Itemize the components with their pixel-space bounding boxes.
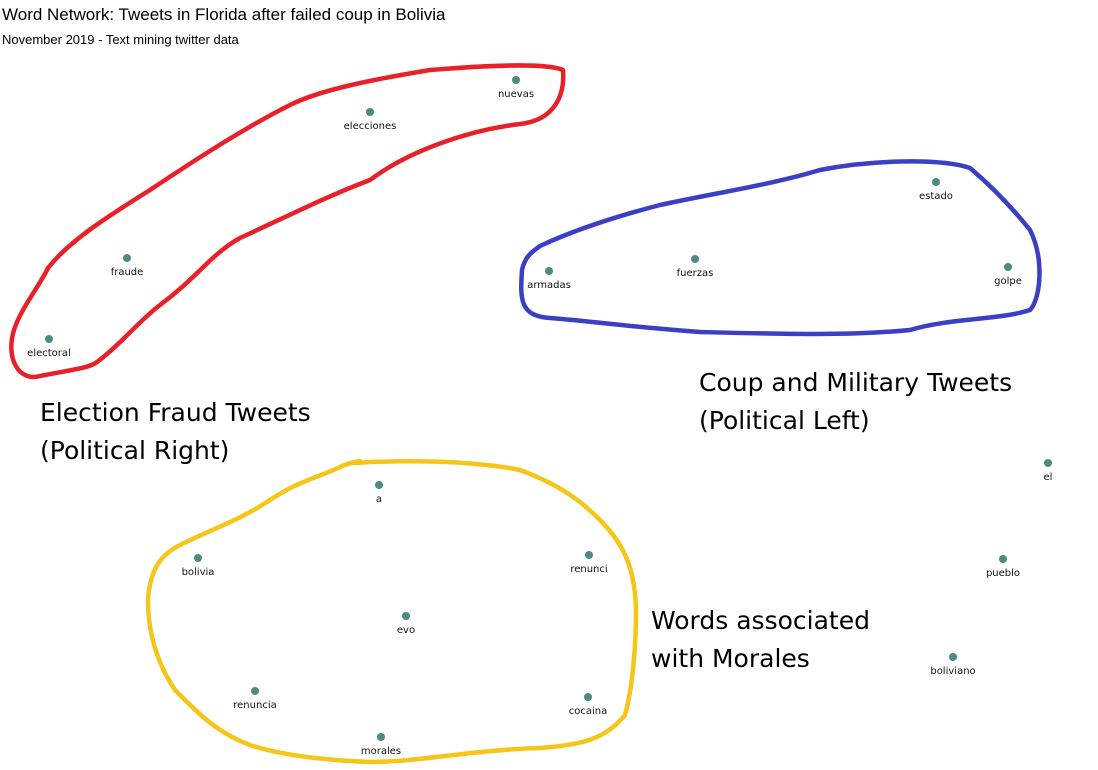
node-dot	[999, 555, 1007, 563]
node-dot	[1004, 263, 1012, 271]
node-label: boliviano	[930, 666, 975, 677]
node-evo: evo	[397, 612, 415, 636]
node-dot	[585, 551, 593, 559]
election-fraud-annotation: Election Fraud Tweets (Political Right)	[40, 394, 311, 470]
node-dot	[512, 76, 520, 84]
chart-subtitle: November 2019 - Text mining twitter data	[2, 32, 239, 47]
node-label: nuevas	[498, 89, 534, 100]
annotation-line: Coup and Military Tweets	[699, 368, 1013, 397]
node-label: renunci	[570, 564, 607, 575]
node-dot	[123, 254, 131, 262]
node-nuevas: nuevas	[498, 76, 534, 100]
node-dot	[932, 178, 940, 186]
node-label: pueblo	[986, 568, 1020, 579]
annotation-line: with Morales	[651, 644, 810, 673]
node-label: golpe	[994, 276, 1022, 287]
node-a: a	[375, 481, 383, 505]
node-dot	[375, 481, 383, 489]
node-boliviano: boliviano	[930, 653, 976, 677]
red-group-outline	[9, 63, 566, 380]
node-label: cocaina	[569, 706, 608, 717]
node-el: el	[1044, 459, 1053, 483]
node-armadas: armadas	[527, 267, 571, 291]
node-dot	[545, 267, 553, 275]
node-label: bolivia	[182, 567, 215, 578]
node-label: el	[1044, 472, 1053, 483]
node-cocaina: cocaina	[569, 693, 608, 717]
node-bolivia: bolivia	[182, 554, 215, 578]
node-renuncia: renuncia	[233, 687, 277, 711]
node-label: armadas	[527, 280, 571, 291]
node-estado: estado	[919, 178, 953, 202]
node-label: renuncia	[233, 700, 276, 711]
node-dot	[45, 335, 53, 343]
node-dot	[691, 255, 699, 263]
node-fuerzas: fuerzas	[677, 255, 714, 279]
node-dot	[1044, 459, 1052, 467]
node-dot	[402, 612, 410, 620]
node-golpe: golpe	[994, 263, 1022, 287]
node-label: fuerzas	[677, 268, 714, 279]
node-dot	[251, 687, 259, 695]
nodes-layer: nuevas elecciones fraude electoral estado fue…	[27, 76, 1052, 757]
node-dot	[949, 653, 957, 661]
node-label: fraude	[111, 267, 144, 278]
annotation-line: Election Fraud Tweets	[40, 398, 311, 427]
node-label: elecciones	[344, 121, 397, 132]
blue-group-outline	[519, 159, 1042, 337]
node-fraude: fraude	[111, 254, 144, 278]
node-label: a	[376, 494, 382, 505]
node-label: morales	[361, 746, 401, 757]
morales-annotation: Words associated with Morales	[651, 602, 870, 678]
node-renunci: renunci	[570, 551, 608, 575]
node-dot	[366, 108, 374, 116]
chart-title: Word Network: Tweets in Florida after fa…	[2, 5, 446, 24]
node-label: estado	[919, 191, 953, 202]
node-morales: morales	[361, 733, 401, 757]
node-electoral: electoral	[27, 335, 71, 359]
coup-military-annotation: Coup and Military Tweets (Political Left…	[699, 364, 1012, 440]
node-label: evo	[397, 625, 415, 636]
node-label: electoral	[27, 348, 71, 359]
node-dot	[194, 554, 202, 562]
annotation-line: (Political Right)	[40, 436, 230, 465]
node-elecciones: elecciones	[344, 108, 397, 132]
annotation-line: (Political Left)	[699, 406, 870, 435]
node-dot	[584, 693, 592, 701]
yellow-group-outline	[145, 458, 639, 765]
node-dot	[377, 733, 385, 741]
annotation-line: Words associated	[651, 606, 870, 635]
node-pueblo: pueblo	[986, 555, 1020, 579]
